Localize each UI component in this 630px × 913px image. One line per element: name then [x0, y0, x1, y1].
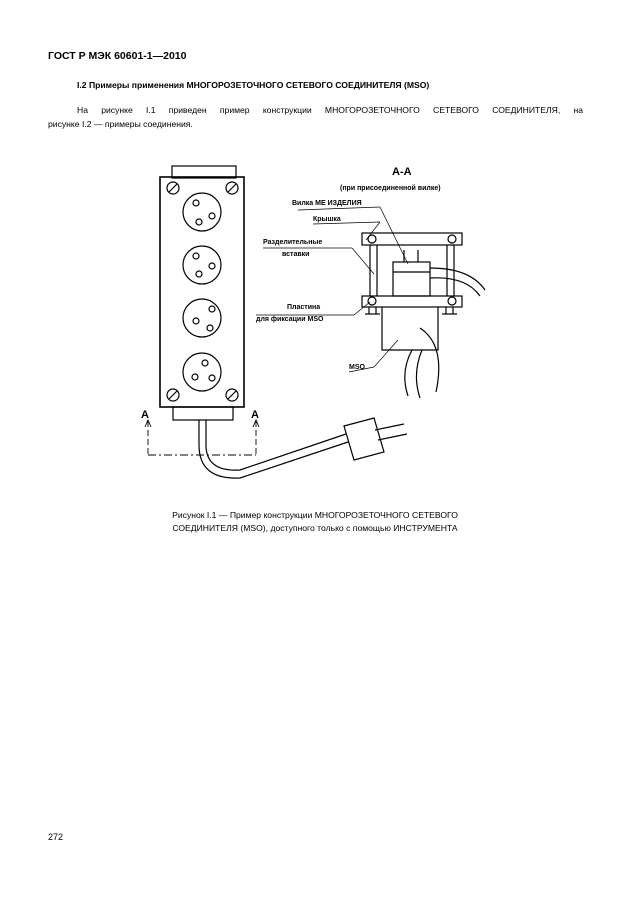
plug-icon — [343, 417, 408, 461]
figure-caption: Рисунок I.1 — Пример конструкции МНОГОРО… — [80, 509, 550, 535]
document-header: ГОСТ Р МЭК 60601-1—2010 — [48, 50, 187, 62]
body-paragraph: На рисунке I.1 приведен пример конструкц… — [48, 103, 583, 131]
label-separators-1: Разделительные — [263, 239, 322, 246]
section-view-aa — [361, 232, 486, 399]
page-number: 272 — [48, 832, 64, 842]
section-letter-right: А — [251, 409, 259, 421]
label-cover: Крышка — [313, 216, 341, 223]
power-strip — [159, 165, 245, 421]
power-cable — [198, 420, 349, 479]
label-mso: MSO — [349, 364, 366, 371]
socket-icon — [182, 245, 222, 285]
socket-icon — [182, 352, 222, 392]
section-heading: I.2 Примеры применения МНОГОРОЗЕТОЧНОГО … — [77, 80, 430, 90]
paragraph-line-1: На рисунке I.1 приведен пример конструкц… — [77, 105, 583, 115]
label-plug: Вилка МЕ ИЗДЕЛИЯ — [292, 200, 362, 207]
label-plate-1: Пластина — [287, 304, 320, 311]
socket-icon — [182, 192, 222, 232]
section-title: А-А — [392, 166, 412, 178]
caption-line-2: СОЕДИНИТЕЛЯ (MSO), доступного только с п… — [172, 523, 458, 533]
section-cut-line — [144, 418, 260, 456]
screw-icon — [166, 181, 239, 402]
caption-line-1: Рисунок I.1 — Пример конструкции МНОГОРО… — [172, 510, 458, 520]
section-letter-left: А — [141, 409, 149, 421]
paragraph-line-2: рисунке I.2 — примеры соединения. — [48, 119, 193, 129]
label-separators-2: вставки — [282, 251, 309, 258]
socket-icon — [182, 298, 222, 338]
section-subtitle: (при присоединенной вилке) — [340, 184, 441, 192]
label-plate-2: для фиксации MSO — [256, 316, 324, 323]
leader-lines — [351, 206, 409, 368]
